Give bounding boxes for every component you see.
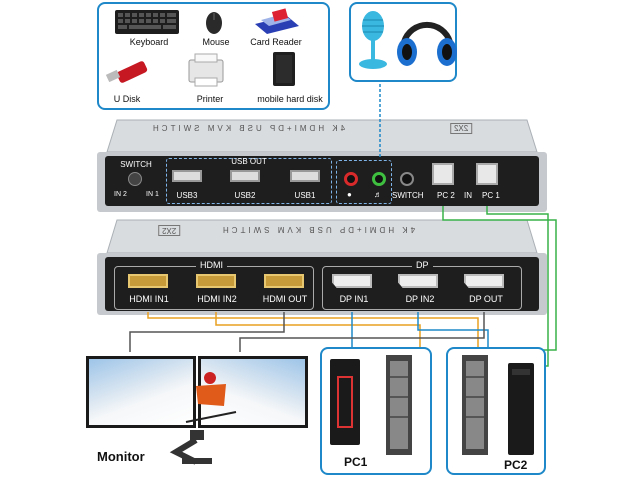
top-in1-label: IN 1: [146, 191, 159, 198]
usb-cable-pc1: [486, 206, 549, 367]
printer-label: Printer: [196, 94, 224, 104]
headset-icon: [397, 21, 457, 66]
pc1-gpu-icon: [386, 355, 412, 455]
top-switch-button[interactable]: [128, 172, 142, 186]
mic-jack-icon: ●: [347, 190, 352, 199]
usb2-label: USB2: [234, 191, 256, 200]
usb3-label: USB3: [176, 191, 198, 200]
pc1-tower-icon: [330, 359, 360, 445]
pc1-label: PC1: [344, 455, 368, 469]
usb-out-group: [166, 158, 332, 204]
usb2-port[interactable]: [230, 170, 260, 182]
card-reader-icon: [255, 8, 299, 34]
hdmi-out-cable: [129, 312, 285, 352]
pc2-usb-port[interactable]: [432, 163, 454, 185]
dp-in2-label: DP IN2: [405, 294, 435, 304]
pc2-art: [462, 355, 534, 455]
dp-in1-label: DP IN1: [339, 294, 369, 304]
card-reader-label: Card Reader: [250, 37, 302, 47]
pc2-label: PC 2: [437, 191, 455, 200]
usb1-label: USB1: [294, 191, 316, 200]
dp-label: DP: [412, 260, 433, 270]
u-disk-label: U Disk: [113, 94, 141, 104]
mouse-label: Mouse: [202, 37, 230, 47]
hard-disk-label: mobile hard disk: [257, 94, 323, 104]
mic-jack[interactable]: [344, 172, 358, 186]
hdmi-out-label: HDMI OUT: [262, 294, 308, 304]
monitor-left: [86, 356, 196, 428]
dp-out-cable: [239, 312, 485, 352]
hdmi-out-port[interactable]: [264, 274, 304, 288]
switch-jack-label: SWITCH: [392, 191, 424, 200]
top-in2-label: IN 2: [114, 191, 127, 198]
usb3-port[interactable]: [172, 170, 202, 182]
hdmi-in1-label: HDMI IN1: [129, 294, 169, 304]
pc2-label: PC2: [504, 458, 528, 472]
hdmi-in2-port[interactable]: [196, 274, 236, 288]
pc2-tower-icon: [508, 363, 534, 455]
hard-disk-icon: [273, 52, 295, 86]
top-switch-label: SWITCH: [120, 160, 152, 169]
monitor-scene: [169, 372, 237, 465]
headphone-jack-icon: ♬: [374, 190, 382, 199]
audio-icons: [359, 11, 457, 69]
mouse-icon: [206, 12, 222, 34]
dp-in1-port[interactable]: [332, 274, 372, 288]
skier-icon: [185, 372, 237, 423]
pc1-label: PC 1: [482, 191, 500, 200]
pc2-gpu-icon: [462, 355, 488, 455]
monitor-label: Monitor: [97, 449, 145, 464]
in-label: IN: [464, 191, 472, 200]
usb1-port[interactable]: [290, 170, 320, 182]
audio-jack-group: [336, 160, 392, 204]
keyboard-label: Keyboard: [129, 37, 169, 47]
hdmi-in2-label: HDMI IN2: [197, 294, 237, 304]
microphone-icon: [359, 11, 387, 69]
peripherals-icons: [105, 8, 299, 87]
dp-in2-cable: [417, 312, 489, 362]
u-disk-icon: [105, 61, 148, 83]
usb-out-label: USB OUT: [231, 157, 267, 166]
dp-out-port[interactable]: [464, 274, 504, 288]
headphone-jack[interactable]: [372, 172, 386, 186]
printer-icon: [188, 53, 224, 87]
hdmi-label: HDMI: [196, 260, 227, 270]
keyboard-icon: [115, 10, 179, 34]
usb-cable-pc2: [442, 206, 557, 351]
pc1-art: [330, 355, 412, 455]
dp-in2-port[interactable]: [398, 274, 438, 288]
hdmi-in1-cable: [147, 312, 479, 360]
dp-out-label: DP OUT: [469, 294, 503, 304]
hdmi-in1-port[interactable]: [128, 274, 168, 288]
pc1-usb-port[interactable]: [476, 163, 498, 185]
monitor-arm-icon: [169, 430, 212, 465]
switch-jack[interactable]: [400, 172, 414, 186]
